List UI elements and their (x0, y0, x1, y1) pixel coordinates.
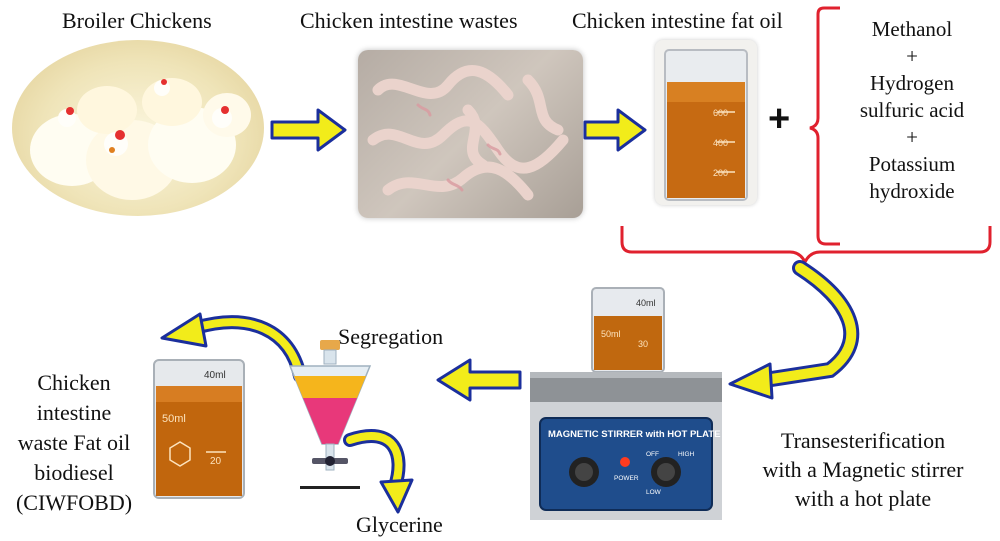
biodiesel-line-1: Chicken (37, 370, 111, 395)
stirrer-panel-label: MAGNETIC STIRRER with HOT PLATE (548, 429, 720, 440)
reagent-sulfuric-acid: sulfuric acid (859, 98, 965, 122)
broiler-chickens-photo (12, 40, 264, 216)
trans-line-2: with a Magnetic stirrer (762, 457, 964, 482)
label-intestine-wastes: Chicken intestine wastes (300, 8, 518, 33)
arrow-stirrer-to-segregation (436, 358, 522, 402)
biodiesel-beaker-graphic: 40ml 50ml 20 (153, 359, 245, 499)
transesterification-label: Transesterification with a Magnetic stir… (732, 426, 994, 513)
plus-sign: + (768, 98, 791, 140)
small-beaker-ml: 50ml (601, 329, 621, 339)
knob-off-label: OFF (646, 451, 659, 458)
reagents-list: Methanol + Hydrogen sulfuric acid + Pota… (838, 16, 986, 205)
biodiesel-beaker: 40ml 50ml 20 (148, 356, 250, 502)
knob-low-label: LOW (646, 489, 662, 496)
reagent-methanol: Methanol (871, 17, 953, 41)
arrow-curve-to-stirrer (728, 260, 860, 400)
separatory-funnel-graphic (288, 340, 372, 489)
reagent-hydrogen: Hydrogen (870, 71, 954, 95)
reagent-plus-1: + (906, 44, 918, 68)
oil-mark-200: 200 (713, 168, 728, 178)
oil-mark-400: 400 (713, 138, 728, 148)
biodiesel-line-2: intestine (36, 400, 112, 425)
reagent-plus-2: + (906, 125, 918, 149)
biodiesel-beaker-top: 40ml (204, 370, 226, 381)
small-beaker-mark: 30 (638, 339, 648, 349)
biodiesel-label: Chicken intestine waste Fat oil biodiese… (2, 368, 146, 518)
fat-oil-beaker-graphic: 600 400 200 (664, 49, 748, 201)
oil-mark-600: 600 (713, 108, 728, 118)
label-segregation: Segregation (338, 324, 444, 349)
power-label: POWER (614, 475, 639, 482)
small-beaker-top: 40ml (636, 298, 656, 308)
biodiesel-line-5: (CIWFOBD) (15, 490, 133, 515)
label-glycerine: Glycerine (356, 512, 443, 537)
reagent-brace (809, 6, 840, 246)
combine-brace (620, 226, 992, 266)
reagent-potassium: Potassium (868, 152, 956, 176)
label-fat-oil: Chicken intestine fat oil (572, 8, 783, 33)
trans-line-3: with a hot plate (794, 486, 932, 511)
knob-high-label: HIGH (678, 451, 695, 458)
trans-line-1: Transesterification (780, 428, 946, 453)
chickens-illustration (30, 78, 251, 200)
separatory-funnel (282, 336, 378, 496)
label-broiler-chickens: Broiler Chickens (62, 8, 212, 33)
intestine-wastes-photo (358, 50, 583, 218)
magnetic-stirrer-graphic: 40ml 50ml 30 MAGNETIC STIRRER with HOT P… (530, 287, 722, 520)
arrow-chickens-to-intestine (270, 108, 347, 152)
fat-oil-beaker: 600 400 200 (655, 40, 757, 205)
intestines-illustration (367, 65, 569, 201)
reagent-hydroxide: hydroxide (869, 179, 955, 203)
magnetic-stirrer-photo: 40ml 50ml 30 MAGNETIC STIRRER with HOT P… (526, 282, 726, 524)
biodiesel-line-4: biodiesel (34, 460, 114, 485)
biodiesel-beaker-mark: 20 (210, 456, 222, 467)
biodiesel-beaker-ml: 50ml (162, 413, 186, 425)
arrow-intestine-to-oil (583, 108, 647, 152)
biodiesel-line-3: waste Fat oil (17, 430, 131, 455)
